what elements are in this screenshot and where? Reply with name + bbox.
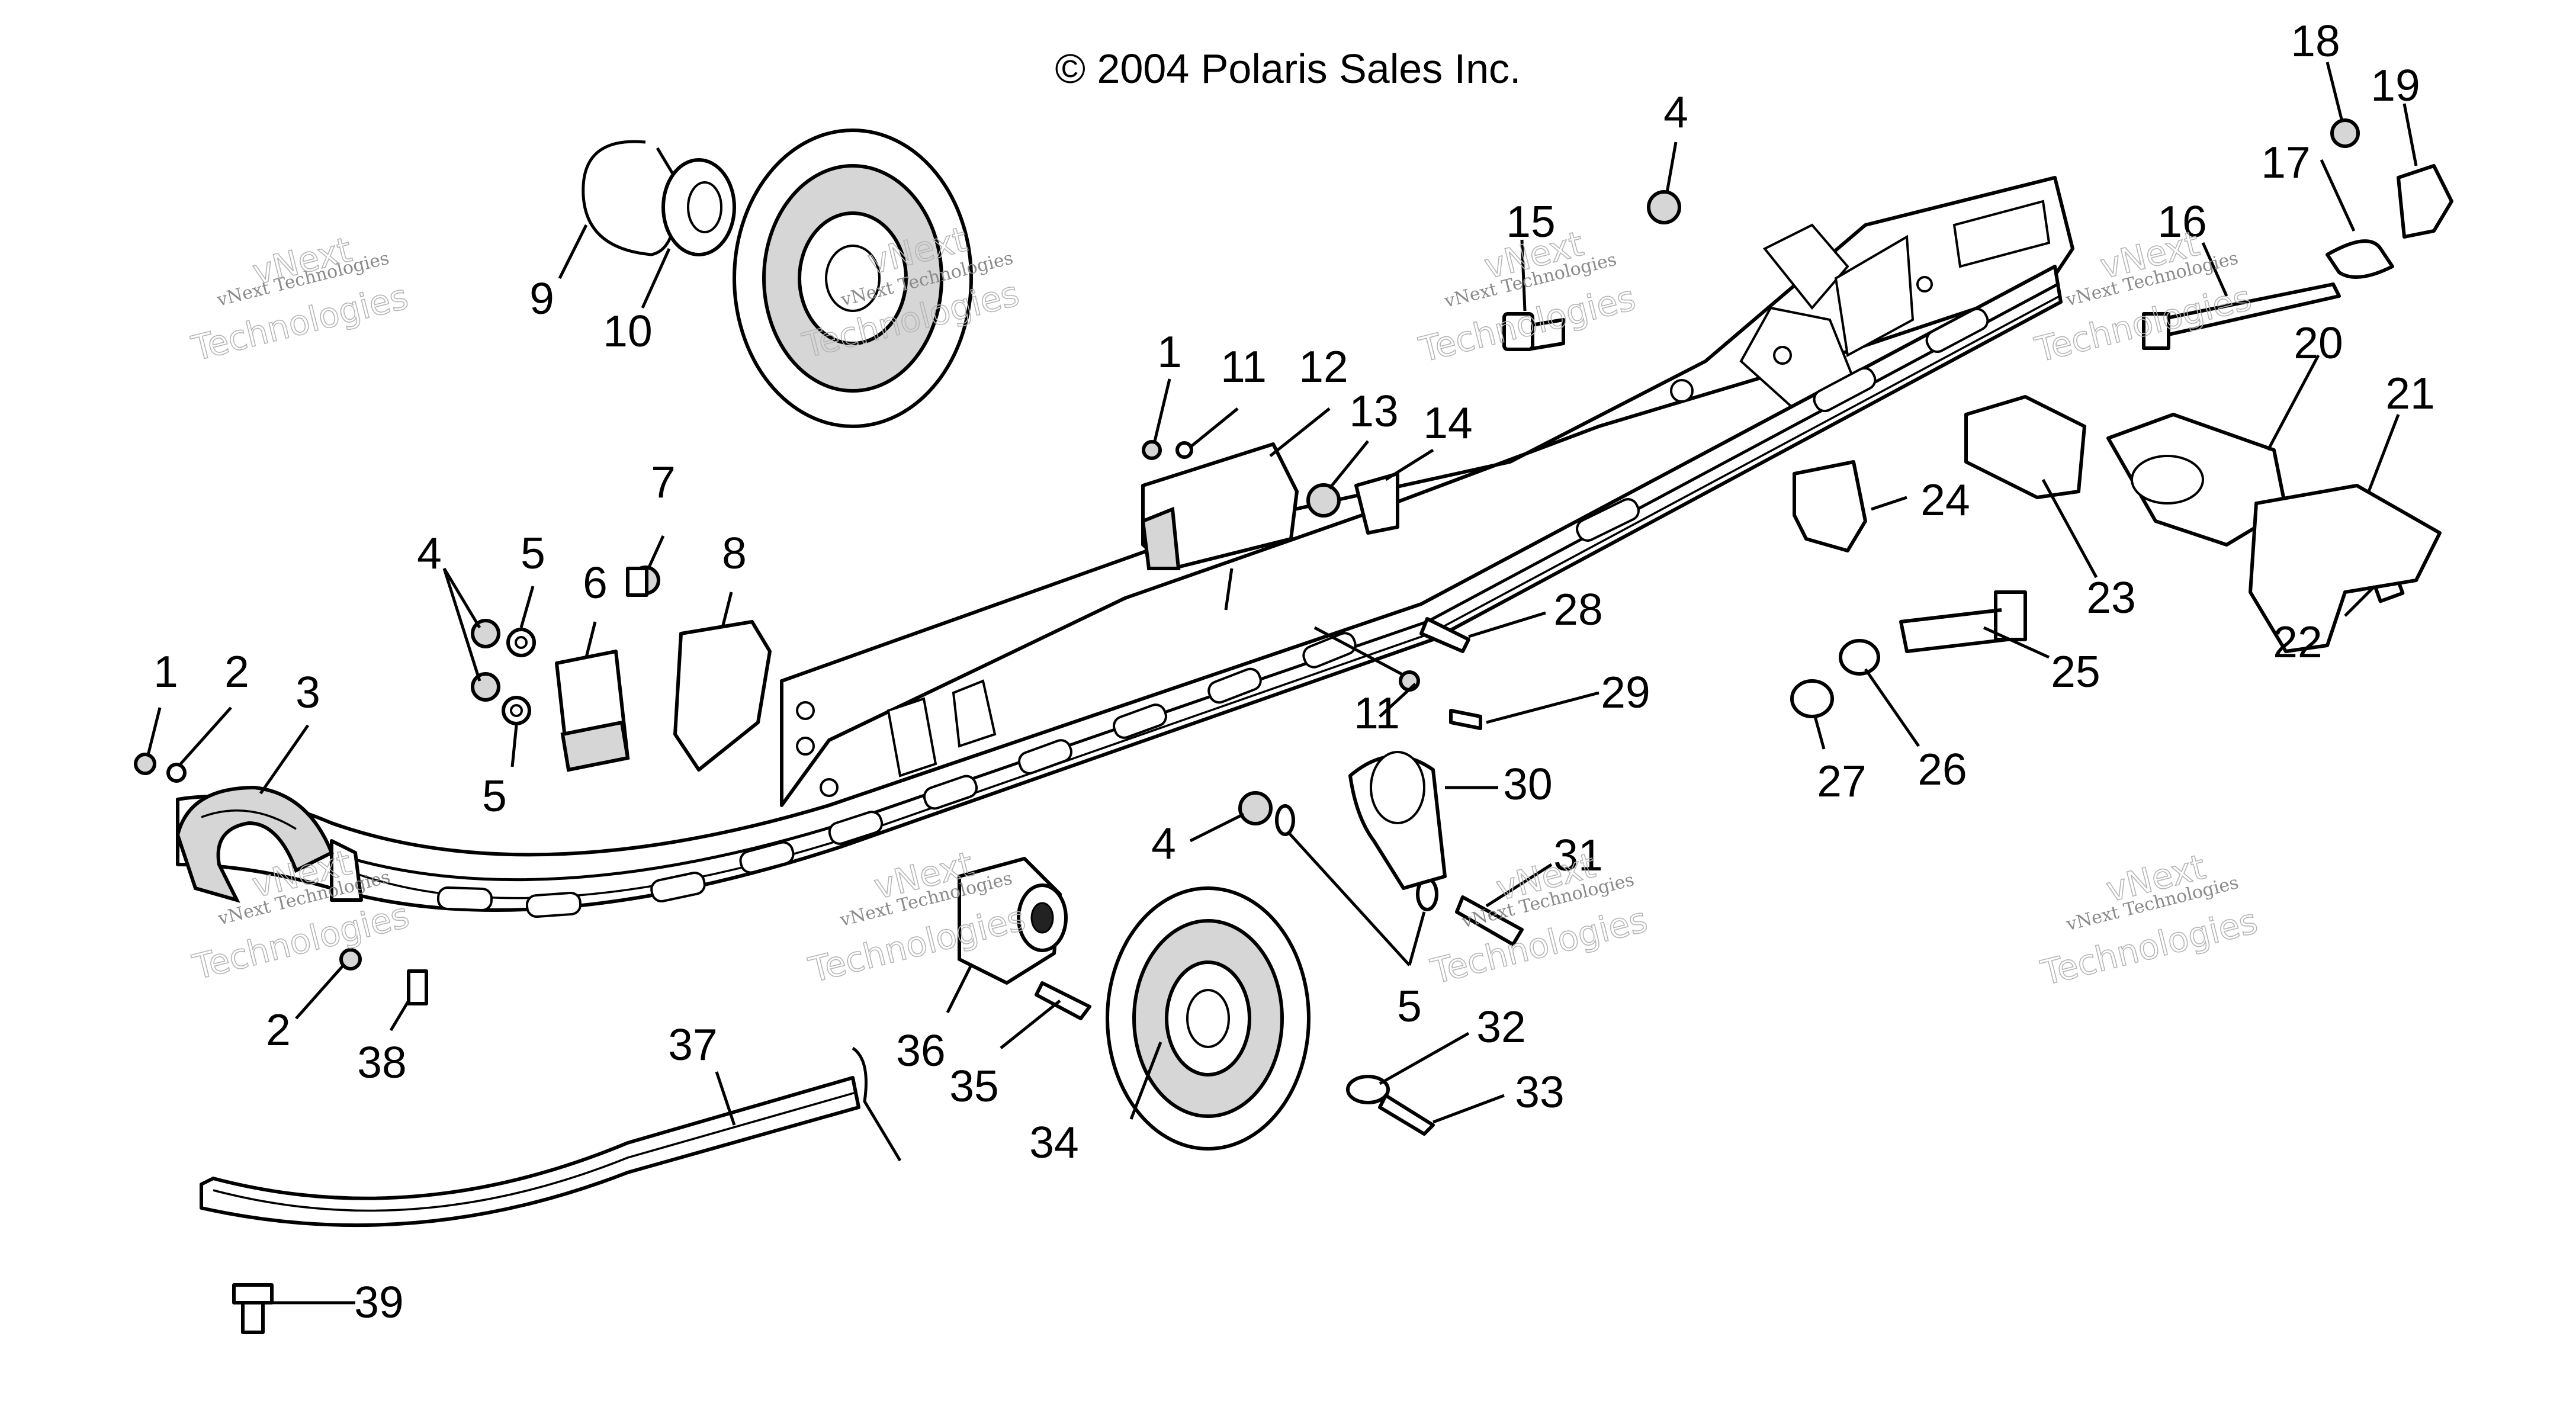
callout-21: 21 — [2385, 368, 2434, 418]
part-10-bearing — [661, 158, 736, 256]
callout-12: 12 — [1299, 342, 1348, 391]
callout-36: 36 — [896, 1026, 945, 1075]
callout-6: 6 — [583, 558, 608, 608]
callout-20: 20 — [2294, 318, 2343, 368]
callout-24: 24 — [1920, 475, 1970, 525]
callout-16: 16 — [2157, 197, 2206, 246]
callout-2: 2 — [224, 647, 249, 696]
callout-27: 27 — [1817, 756, 1866, 806]
callout-25: 25 — [2051, 647, 2100, 696]
callout-28: 28 — [1553, 584, 1602, 634]
callout-10: 10 — [603, 306, 652, 356]
callout-22: 22 — [2273, 617, 2322, 667]
callout-29: 29 — [1601, 667, 1650, 717]
callout-38: 38 — [357, 1037, 406, 1087]
callout-2: 2 — [266, 1005, 291, 1055]
callout-17: 17 — [2261, 137, 2310, 187]
callout-3: 3 — [295, 667, 320, 717]
callout-32: 32 — [1476, 1002, 1525, 1052]
rail-assembly — [176, 176, 2074, 918]
part-37-wear-strip — [200, 1046, 902, 1228]
callout-31: 31 — [1553, 830, 1602, 880]
copyright-text: © 2004 Polaris Sales Inc. — [1055, 46, 1521, 92]
callout-4: 4 — [417, 528, 442, 578]
callout-30: 30 — [1503, 759, 1552, 809]
callout-15: 15 — [1506, 197, 1555, 246]
callout-34: 34 — [1029, 1117, 1078, 1167]
callout-23: 23 — [2086, 573, 2135, 622]
leader-lines — [146, 62, 2418, 1304]
callout-11: 11 — [1354, 688, 1400, 738]
callout-39: 39 — [354, 1277, 403, 1327]
callout-5: 5 — [521, 528, 545, 578]
callout-11: 11 — [1220, 342, 1267, 391]
callout-33: 33 — [1515, 1067, 1564, 1117]
callout-26: 26 — [1917, 744, 1967, 794]
callout-1: 1 — [153, 647, 178, 696]
callout-19: 19 — [2371, 60, 2420, 110]
callout-7: 7 — [651, 457, 676, 507]
callout-18: 18 — [2291, 16, 2340, 66]
callout-4: 4 — [1663, 87, 1688, 137]
callout-1: 1 — [1157, 327, 1182, 377]
part-wheel-upper — [733, 128, 973, 428]
callout-5: 5 — [482, 771, 507, 821]
part-3-bumper — [175, 785, 334, 903]
hardware — [134, 118, 2453, 1334]
callout-35: 35 — [949, 1061, 998, 1111]
callout-4: 4 — [1151, 818, 1176, 868]
callout-labels: 1 2 3 4 5 5 6 7 8 9 10 1 11 12 13 14 15 … — [153, 16, 2435, 1327]
brackets — [555, 395, 2442, 985]
callout-14: 14 — [1423, 398, 1472, 448]
callout-5: 5 — [1397, 981, 1422, 1031]
callout-8: 8 — [722, 528, 747, 578]
callout-9: 9 — [529, 274, 554, 323]
callout-37: 37 — [668, 1020, 717, 1069]
callout-13: 13 — [1349, 386, 1398, 436]
part-34-wheel-lower — [1106, 886, 1311, 1151]
